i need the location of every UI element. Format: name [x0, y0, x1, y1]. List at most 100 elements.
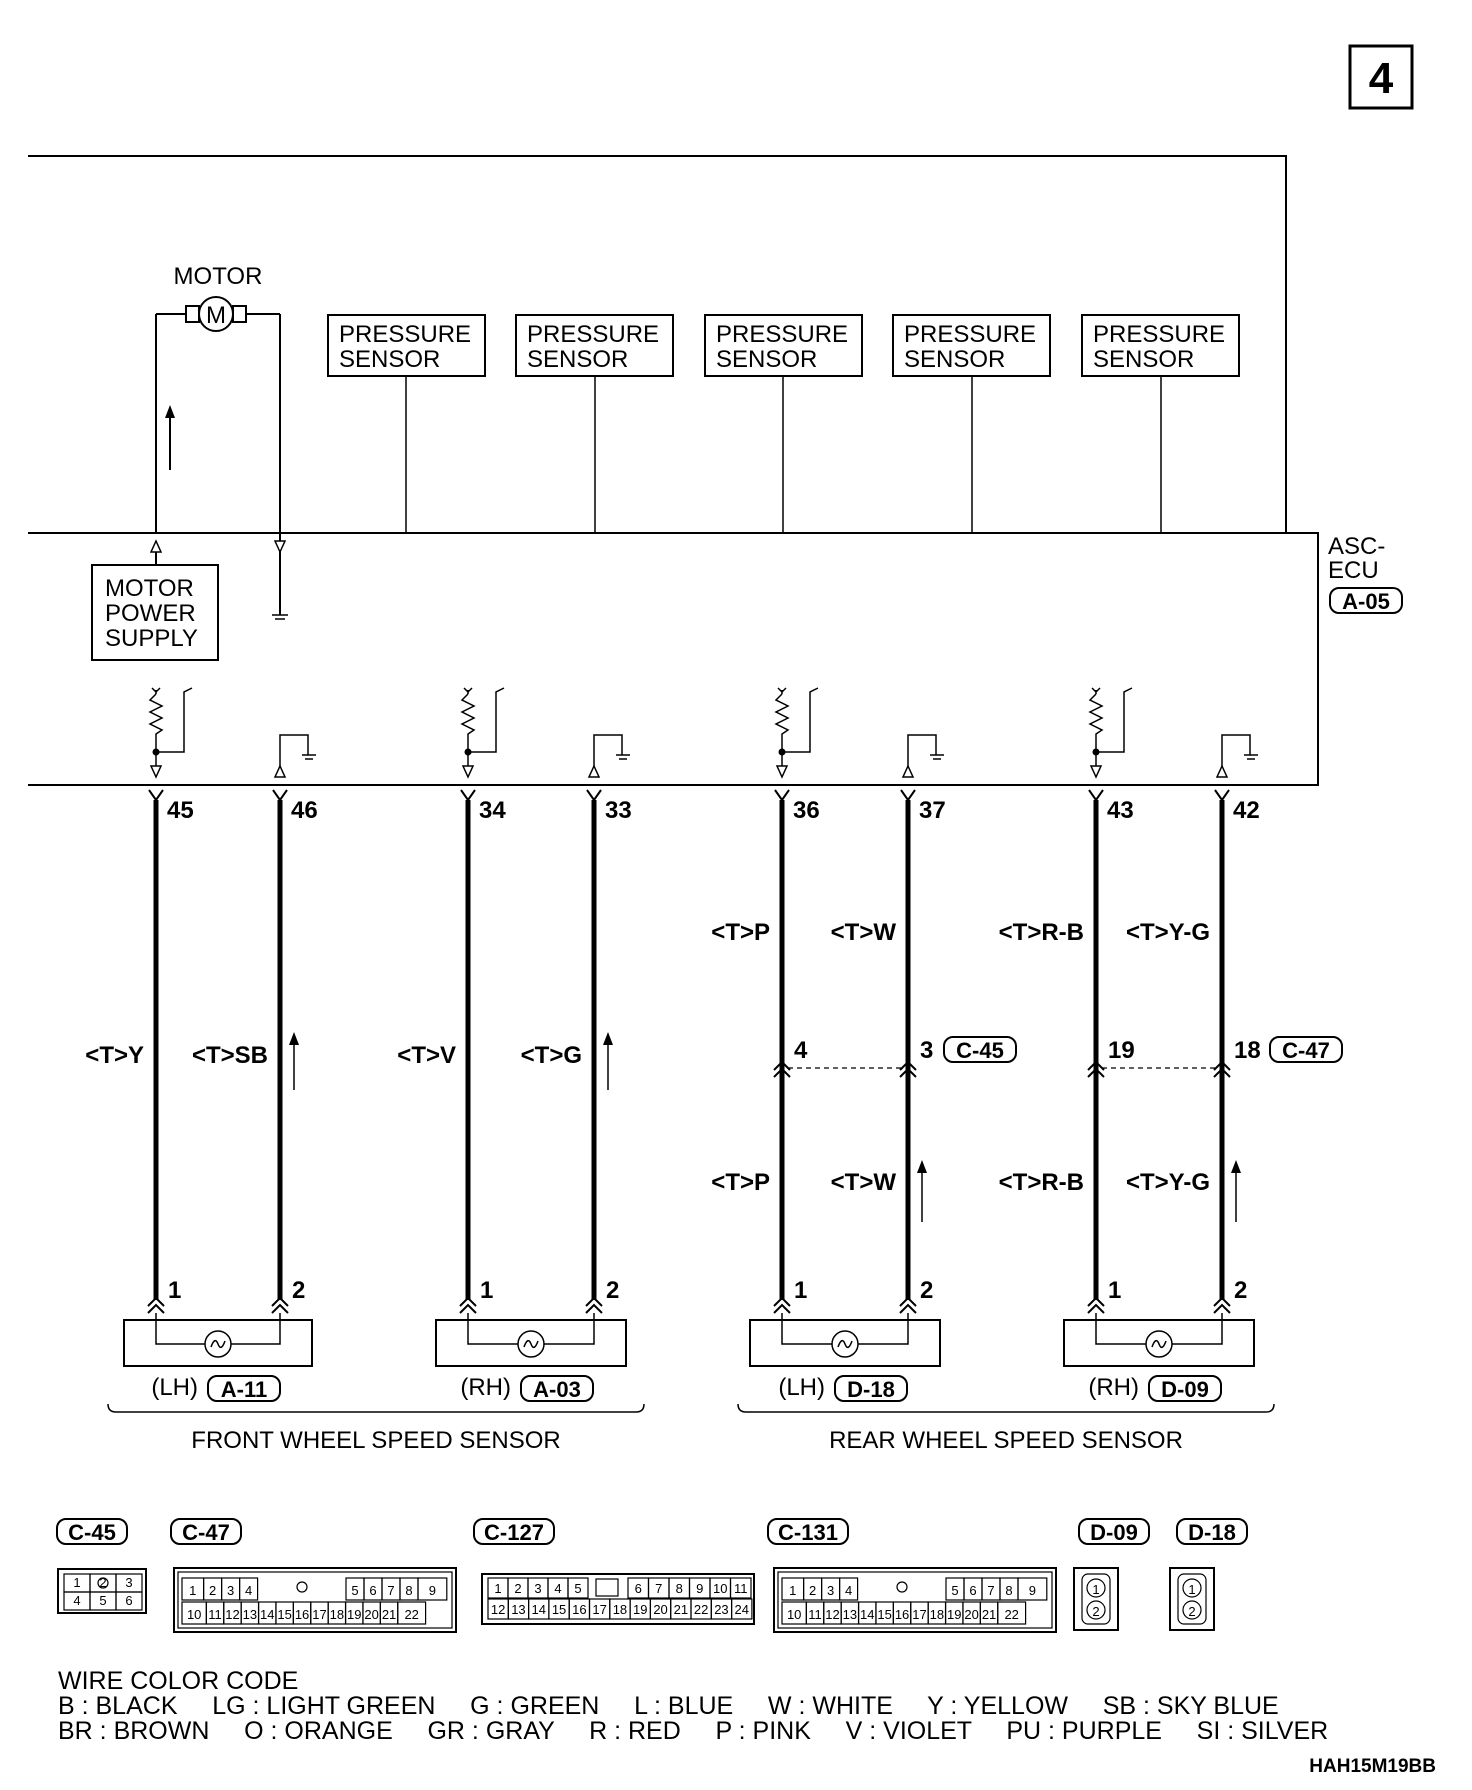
- input-arrow-icon: [149, 765, 163, 779]
- sensor-terminal: [899, 1303, 917, 1314]
- sensor-connector-box: [834, 1375, 908, 1402]
- c127-top-b-pin: 11: [734, 1581, 748, 1596]
- sensor-terminal: [585, 1296, 603, 1307]
- page-number-box: 4: [1348, 44, 1414, 110]
- junction-terminal: [773, 1067, 791, 1078]
- c47-top-b-pin: 6: [369, 1583, 376, 1598]
- sensor-box: [1063, 1319, 1255, 1367]
- c127-top-b-pin: 6: [635, 1581, 642, 1596]
- c127-top-b-cell: [729, 1577, 752, 1599]
- c47-bottom-pin: 22: [404, 1607, 418, 1622]
- pressure-sensor-label-line: PRESSURE: [1093, 321, 1225, 348]
- wire-color-code: WIRE COLOR CODE B : BLACK LG : LIGHT GRE…: [58, 1667, 1328, 1745]
- sensor-terminal: [459, 1303, 477, 1314]
- d18-body: [1169, 1567, 1215, 1631]
- junction-pin-left: 19: [1108, 1037, 1135, 1064]
- wire-color-label-lower: <T>W: [831, 1169, 897, 1196]
- c47-body: [173, 1567, 457, 1633]
- input-arrow-icon: [775, 765, 789, 779]
- resistor-icon: [148, 693, 164, 758]
- c47-top-b-pin: 7: [387, 1583, 394, 1598]
- c127-top-a-pin: 3: [534, 1581, 541, 1596]
- d18-inner: [1177, 1573, 1207, 1625]
- input-arrow-icon: [461, 765, 475, 779]
- sensor-terminal: [1213, 1303, 1231, 1314]
- motor: MOTOR M: [155, 263, 281, 533]
- c127-bottom-pin: 20: [653, 1602, 667, 1617]
- c127-bottom-pin: 13: [511, 1602, 525, 1617]
- c127-bottom-pin: 19: [633, 1602, 647, 1617]
- ground-line: [907, 734, 937, 770]
- connector-view-label-box: [56, 1518, 128, 1545]
- c127-bottom-pin: 15: [552, 1602, 566, 1617]
- c47-bottom-pin: 19: [347, 1607, 361, 1622]
- c127-bottom-pin: 16: [572, 1602, 586, 1617]
- sensor-side: (RH): [1088, 1374, 1139, 1401]
- c45-pin: 2: [99, 1575, 106, 1590]
- c131-body: [773, 1567, 1057, 1633]
- c47-inner: [177, 1571, 453, 1629]
- junction-connector-label: C-45: [956, 1038, 1004, 1063]
- c131-bottom-pin: 13: [843, 1607, 857, 1622]
- c127-key-icon: [595, 1578, 619, 1597]
- c131-inner: [777, 1571, 1053, 1629]
- c131-bottom-pin: 17: [912, 1607, 926, 1622]
- wire-color-label: <T>SB: [192, 1042, 268, 1069]
- c131-bottom-cell: [997, 1601, 1027, 1625]
- input-arrow-icon: [1089, 765, 1103, 779]
- c131-top-a-cell: [838, 1577, 859, 1601]
- c131-top-a-pin: 3: [827, 1583, 834, 1598]
- output-arrow-icon: [587, 764, 601, 778]
- sine-wave-icon: [1151, 1339, 1167, 1349]
- c127-bottom-pin: 24: [735, 1602, 749, 1617]
- current-arrow-head: [917, 1160, 927, 1173]
- d09-pin: 1: [1092, 1582, 1099, 1597]
- connector-view-label: D-09: [1090, 1520, 1138, 1545]
- c47-key-icon: [296, 1581, 308, 1593]
- c127-top-a-pin: 5: [574, 1581, 581, 1596]
- wire-color-label-lower: <T>R-B: [999, 1169, 1084, 1196]
- c131-top-b-pin: 8: [1005, 1583, 1012, 1598]
- sensor-terminal: [899, 1296, 917, 1307]
- rear-group-label: REAR WHEEL SPEED SENSOR: [829, 1427, 1183, 1454]
- pressure-sensor-label-line: PRESSURE: [339, 321, 471, 348]
- ecu-pin-number: 46: [291, 797, 318, 824]
- c131-bottom-pin: 19: [947, 1607, 961, 1622]
- connector-view-label: C-127: [484, 1520, 544, 1545]
- connector-terminal: [148, 789, 164, 802]
- c47-top-b-pin: 9: [429, 1583, 436, 1598]
- c127-bottom-pin: 22: [694, 1602, 708, 1617]
- wire-color-code-line1: B : BLACK LG : LIGHT GREEN G : GREEN L :…: [58, 1692, 1279, 1720]
- connector-terminal: [586, 789, 602, 802]
- sensor-terminal: [773, 1303, 791, 1314]
- pressure-sensor-label-line: SENSOR: [904, 346, 1005, 373]
- c127-top-a-pin: 2: [514, 1581, 521, 1596]
- connector-view-label-box: [1078, 1518, 1150, 1545]
- sensor-pin-number: 1: [168, 1277, 181, 1304]
- output-arrow-icon: [1215, 764, 1229, 778]
- sensor-box: [749, 1319, 941, 1367]
- sensor-box: [123, 1319, 313, 1367]
- ground-line: [593, 734, 623, 770]
- wire-color-label: <T>G: [521, 1042, 582, 1069]
- c127-bottom-pin: 18: [613, 1602, 627, 1617]
- c131-top-b-pin: 7: [987, 1583, 994, 1598]
- c127-bottom-pin: 12: [491, 1602, 505, 1617]
- junction-pin-left: 4: [794, 1037, 808, 1064]
- sensor-connector-box: [1148, 1375, 1222, 1402]
- motor-label: MOTOR: [174, 263, 263, 290]
- pressure-sensor-label-line: SENSOR: [527, 346, 628, 373]
- sensor-coil-lead: [1172, 1336, 1223, 1345]
- wire-color-label-upper: <T>R-B: [999, 919, 1084, 946]
- connector-view-label-box: [1176, 1518, 1248, 1545]
- c47-top-a-pin: 4: [245, 1583, 252, 1598]
- ground-line: [1221, 734, 1251, 770]
- d18-pin: 1: [1188, 1582, 1195, 1597]
- motor-power-supply-line: SUPPLY: [105, 625, 198, 652]
- motor-power-supply-line: POWER: [105, 600, 196, 627]
- motor-power-supply-line: MOTOR: [105, 575, 194, 602]
- connector-view-label-box: [767, 1518, 849, 1545]
